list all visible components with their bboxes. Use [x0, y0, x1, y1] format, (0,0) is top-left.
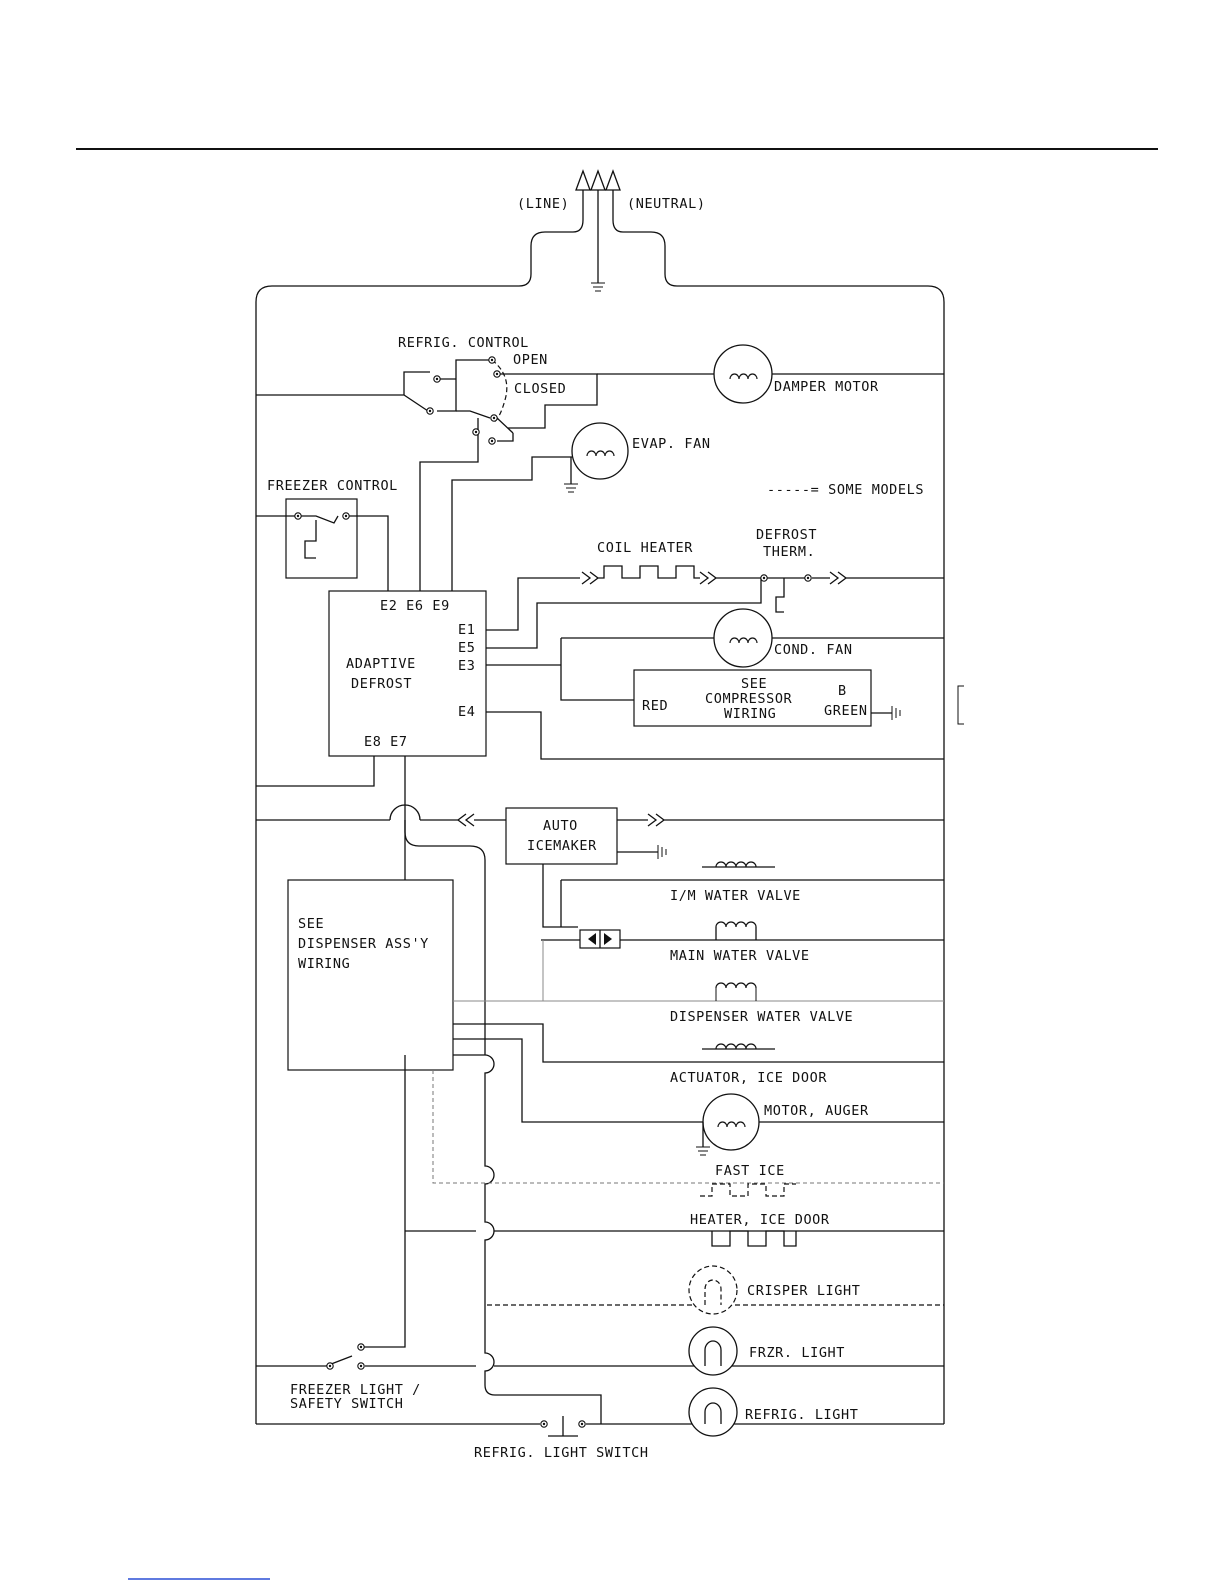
compressor-see: SEE [741, 676, 767, 692]
adaptive-defrost-board: E2 E6 E9 ADAPTIVE DEFROST E1 E5 E3 E4 E8… [328, 590, 487, 757]
compressor-red-label: RED [642, 698, 668, 714]
compressor-wiring-box: SEE COMPRESSOR WIRING RED B GREEN [633, 669, 964, 727]
ground-icon [591, 282, 605, 292]
damper-motor: DAMPER MOTOR [597, 344, 944, 404]
terminal-e1-label: E1 [458, 622, 475, 638]
ground-icon [696, 1146, 710, 1156]
compressor-green-label: GREEN [824, 703, 868, 719]
cond-fan: COND. FAN [713, 608, 853, 668]
compressor-wiring: WIRING [724, 706, 776, 722]
heater-ice-door: HEATER, ICE DOOR [404, 1055, 944, 1247]
defrost-therm-label-2: THERM. [763, 544, 815, 560]
dispenser-label-1: SEE [298, 916, 324, 932]
chassis-ground-icon [891, 706, 901, 720]
heater-ice-door-label: HEATER, ICE DOOR [690, 1212, 830, 1228]
refrig-control-label: REFRIG. CONTROL [398, 335, 529, 351]
auto-icemaker: AUTO ICEMAKER [256, 804, 944, 865]
dispenser-water-valve: DISPENSER WATER VALVE [453, 940, 944, 1025]
frzr-light: FRZR. LIGHT FREEZER LIGHT / SAFETY SWITC… [256, 1231, 944, 1412]
evap-fan-label: EVAP. FAN [632, 436, 711, 452]
dispenser-assembly-box: SEE DISPENSER ASS'Y WIRING [287, 879, 454, 1071]
refrig-light-switch: REFRIG. LIGHT SWITCH [474, 1416, 649, 1461]
adaptive-defrost-title-1: ADAPTIVE [346, 656, 416, 672]
refrig-light-label: REFRIG. LIGHT [745, 1407, 858, 1423]
coil-heater-label: COIL HEATER [597, 540, 693, 556]
cond-fan-label: COND. FAN [774, 642, 853, 658]
actuator-ice-door: ACTUATOR, ICE DOOR [453, 1023, 944, 1086]
compressor-b-label: B [838, 683, 847, 699]
dispenser-label-3: WIRING [298, 956, 350, 972]
defrost-therm-label-1: DEFROST [756, 527, 817, 543]
main-water-valve-label: MAIN WATER VALVE [670, 948, 810, 964]
freezer-control: FREEZER CONTROL [256, 478, 398, 591]
refrig-light-switch-label: REFRIG. LIGHT SWITCH [474, 1445, 649, 1461]
refrig-light: REFRIG. LIGHT [688, 1387, 858, 1437]
power-supply-plug: (LINE) (NEUTRAL) [255, 169, 945, 1424]
freezer-light-switch-label-2: SAFETY SWITCH [290, 1396, 403, 1412]
coil-heater: COIL HEATER [581, 540, 761, 585]
crisper-light-label: CRISPER LIGHT [747, 1283, 860, 1299]
terminal-e5-label: E5 [458, 640, 475, 656]
motor-auger: MOTOR, AUGER [453, 1038, 944, 1156]
line-label: (LINE) [517, 196, 569, 212]
refrig-control: REFRIG. CONTROL OPEN CLOSED [256, 335, 598, 591]
neutral-label: (NEUTRAL) [627, 196, 706, 212]
terminal-e4-label: E4 [458, 704, 475, 720]
icemaker-label-1: AUTO [543, 818, 578, 834]
dispenser-label-2: DISPENSER ASS'Y [298, 936, 429, 952]
defrost-thermostat: DEFROST THERM. [756, 527, 944, 613]
closed-label: CLOSED [514, 381, 566, 397]
crisper-light: CRISPER LIGHT [487, 1265, 944, 1315]
motor-auger-label: MOTOR, AUGER [764, 1103, 869, 1119]
dispenser-water-valve-label: DISPENSER WATER VALVE [670, 1009, 853, 1025]
fast-ice-label: FAST ICE [715, 1163, 785, 1179]
terminal-e3-label: E3 [458, 658, 475, 674]
some-models-legend: -----= SOME MODELS [767, 482, 924, 498]
im-water-valve-label: I/M WATER VALVE [670, 888, 801, 904]
freezer-control-label: FREEZER CONTROL [267, 478, 398, 494]
chassis-ground-icon [657, 845, 667, 859]
im-water-valve: I/M WATER VALVE [542, 861, 944, 928]
ground-icon [564, 483, 578, 493]
open-label: OPEN [513, 352, 548, 368]
icemaker-label-2: ICEMAKER [527, 838, 597, 854]
evap-fan: EVAP. FAN [451, 422, 711, 591]
main-water-valve: MAIN WATER VALVE [541, 921, 944, 964]
adaptive-defrost-title-2: DEFROST [351, 676, 412, 692]
adaptive-defrost-terminals-top: E2 E6 E9 [380, 598, 450, 614]
actuator-ice-door-label: ACTUATOR, ICE DOOR [670, 1070, 827, 1086]
fast-ice-heater: FAST ICE [432, 1070, 944, 1197]
frzr-light-label: FRZR. LIGHT [749, 1345, 845, 1361]
compressor-label: COMPRESSOR [705, 691, 793, 707]
damper-motor-label: DAMPER MOTOR [774, 379, 879, 395]
adaptive-defrost-terminals-bottom: E8 E7 [364, 734, 408, 750]
freezer-light-switch-label-1: FREEZER LIGHT / [290, 1382, 421, 1398]
